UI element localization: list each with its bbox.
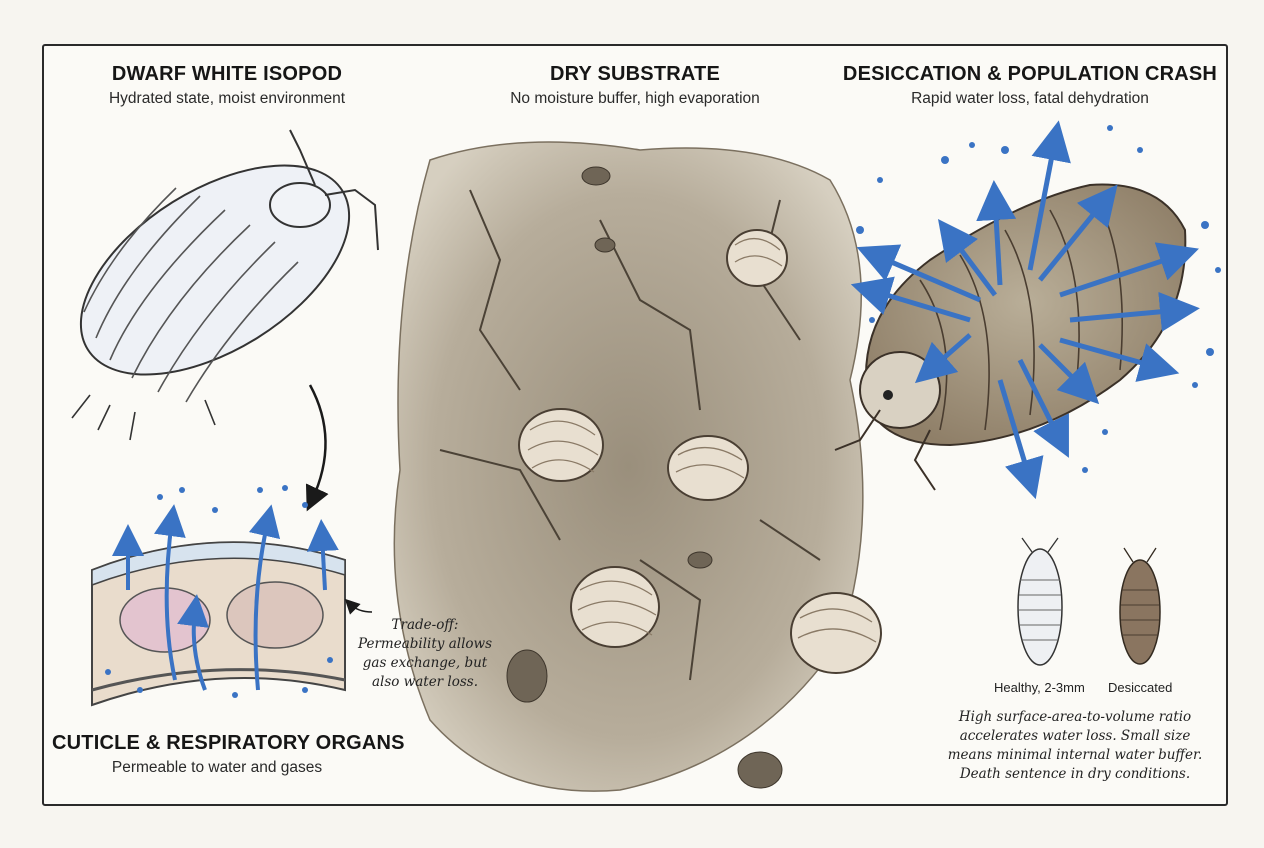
subtitle-no-moisture: No moisture buffer, high evaporation bbox=[510, 90, 760, 107]
dry-substrate-illustration bbox=[393, 141, 864, 792]
title-dry-substrate: DRY SUBSTRATE bbox=[549, 63, 721, 85]
subtitle-hydrated-state: Hydrated state, moist environment bbox=[108, 90, 346, 107]
desiccated-isopod-small bbox=[1119, 547, 1161, 665]
desiccated-isopod-illustration bbox=[834, 183, 1187, 491]
healthy-size-label: Healthy, 2-3mm bbox=[994, 680, 1085, 695]
cuticle-water-droplets bbox=[105, 485, 333, 698]
surface-note-line: High surface-area-to-volume ratio bbox=[958, 709, 1192, 725]
surface-note-line: means minimal internal water buffer. bbox=[947, 747, 1203, 763]
subtitle-rapid-water-loss: Rapid water loss, fatal dehydration bbox=[911, 90, 1149, 107]
water-loss-arrows bbox=[850, 120, 1200, 500]
title-dwarf-white-isopod: DWARF WHITE ISOPOD bbox=[111, 63, 343, 85]
desiccated-label: Desiccated bbox=[1108, 680, 1173, 695]
cuticle-water-arrows bbox=[112, 504, 339, 691]
subtitle-permeable: Permeable to water and gases bbox=[111, 759, 323, 776]
surface-note-line: Death sentence in dry conditions. bbox=[959, 766, 1191, 782]
title-cuticle-respiratory: CUTICLE & RESPIRATORY ORGANS bbox=[52, 732, 405, 754]
tradeoff-line: Trade-off: bbox=[391, 617, 459, 633]
tradeoff-line: also water loss. bbox=[371, 674, 479, 690]
title-desiccation-crash: DESICCATION & POPULATION CRASH bbox=[842, 63, 1218, 85]
tradeoff-note: Trade-off: Permeability allows gas excha… bbox=[350, 616, 500, 692]
surface-area-note: High surface-area-to-volume ratio accele… bbox=[930, 708, 1220, 784]
healthy-isopod-small bbox=[1017, 537, 1063, 666]
tradeoff-line: Permeability allows bbox=[358, 636, 492, 652]
water-loss-droplets bbox=[856, 125, 1221, 473]
flow-arrow-down bbox=[305, 384, 329, 512]
tradeoff-pointer bbox=[344, 598, 373, 615]
curled-isopod-group bbox=[518, 229, 882, 674]
healthy-isopod-illustration bbox=[71, 129, 379, 441]
tradeoff-line: gas exchange, but bbox=[362, 655, 488, 671]
cuticle-cross-section bbox=[91, 541, 346, 707]
surface-note-line: accelerates water loss. Small size bbox=[959, 728, 1191, 744]
